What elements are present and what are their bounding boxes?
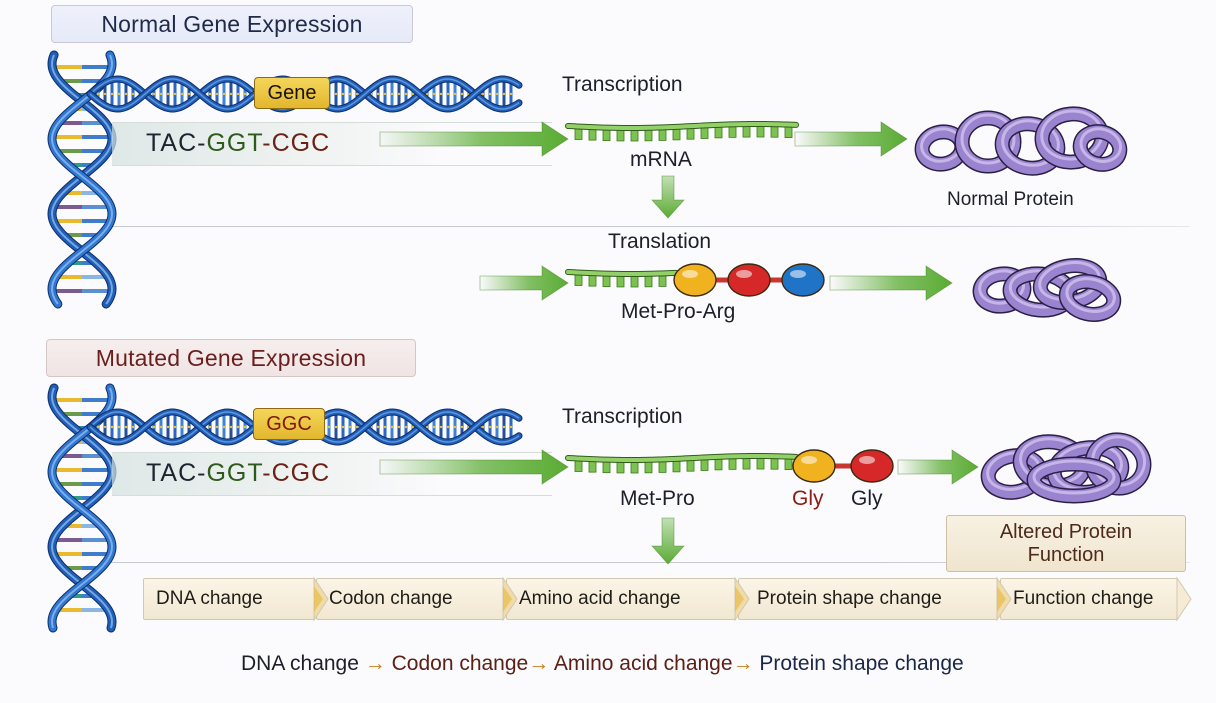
altered-box-line-2: Function (1027, 544, 1105, 566)
normal-section-title: Normal Gene Expression (51, 5, 413, 43)
section-divider-top (110, 226, 1190, 227)
flow-step-function-change: Function change (1000, 578, 1178, 620)
flow-chevron-icon (996, 576, 1012, 622)
summary-arrow: → (732, 652, 754, 675)
codon-2: GGT (206, 129, 263, 157)
summary-part: DNA change (241, 652, 359, 675)
amino-acid-bead (850, 449, 894, 483)
mutated-transcription-label: Transcription (562, 405, 683, 428)
folded-protein-icon (972, 258, 1122, 322)
altered-protein-function-box: Altered Protein Function (946, 515, 1186, 572)
flow-chevron-icon (313, 576, 329, 622)
summary-chain: DNA change → Codon change→ Amino acid ch… (241, 652, 964, 676)
codon-1: TAC (146, 459, 198, 487)
residue-label: Gly (851, 487, 883, 510)
dna-sequence: TAC-GGT-CGC (146, 129, 330, 158)
flow-chevron-icon (734, 576, 750, 622)
codon-3: CGC (271, 459, 331, 487)
mutated-amino-acid-chain-icon (792, 449, 894, 483)
summary-arrow: → (364, 652, 386, 675)
mrna-label: mRNA (630, 148, 692, 171)
down-arrow-icon (651, 175, 685, 219)
summary-part: Protein shape change (759, 652, 964, 675)
separator: - (197, 129, 207, 157)
vertical-dna-helix-icon (47, 383, 117, 633)
summary-part: Codon change (391, 652, 529, 675)
amino-acid-bead (673, 263, 717, 297)
transcription-arrow-icon (379, 121, 569, 157)
flow-chevron-icon (1176, 576, 1192, 622)
section-divider-bottom (110, 562, 1190, 563)
mrna-strand-icon (565, 453, 799, 474)
mutated-section-title: Mutated Gene Expression (46, 339, 416, 377)
mutated-transcription-arrow-icon (379, 449, 569, 485)
to-protein-arrow-icon (794, 121, 908, 157)
flow-step-dna-change: DNA change (143, 578, 315, 620)
codon-2: GGT (206, 459, 263, 487)
to-altered-protein-arrow-icon (897, 449, 979, 485)
altered-protein-icon (980, 432, 1152, 504)
summary-part: Amino acid change (553, 652, 733, 675)
translation-arrow-icon (479, 265, 569, 301)
mutated-dna-sequence: TAC-GGT-CGC (146, 459, 330, 488)
separator: - (197, 459, 207, 487)
summary-arrow: → (528, 652, 550, 675)
flow-step-codon-change: Codon change (316, 578, 504, 620)
separator: - (262, 129, 272, 157)
changed-residue-label: Gly (792, 487, 824, 510)
separator: - (262, 459, 272, 487)
peptide-label: Met-Pro-Arg (621, 300, 736, 323)
translation-label: Translation (608, 230, 712, 253)
mutated-codon-tag: GGC (253, 408, 325, 440)
transcription-label: Transcription (562, 73, 683, 96)
flow-step-amino-acid-change: Amino acid change (506, 578, 736, 620)
flow-chevron-icon (502, 576, 518, 622)
amino-acid-bead (727, 263, 771, 297)
codon-1: TAC (146, 129, 198, 157)
amino-acid-chain-icon (673, 263, 825, 297)
normal-protein-label: Normal Protein (947, 189, 1074, 210)
mrna-strand-icon (565, 269, 679, 288)
normal-protein-icon (914, 106, 1128, 176)
mrna-strand-icon (565, 121, 799, 142)
flow-step-protein-shape-change: Protein shape change (738, 578, 998, 620)
mutated-down-arrow-icon (651, 517, 685, 565)
gene-tag: Gene (254, 77, 330, 109)
amino-acid-bead (781, 263, 825, 297)
codon-3: CGC (271, 129, 331, 157)
amino-acid-bead (792, 449, 836, 483)
to-folded-protein-arrow-icon (829, 265, 953, 301)
altered-box-line-1: Altered Protein (999, 521, 1133, 543)
mutated-peptide-label: Met-Pro (620, 487, 695, 510)
